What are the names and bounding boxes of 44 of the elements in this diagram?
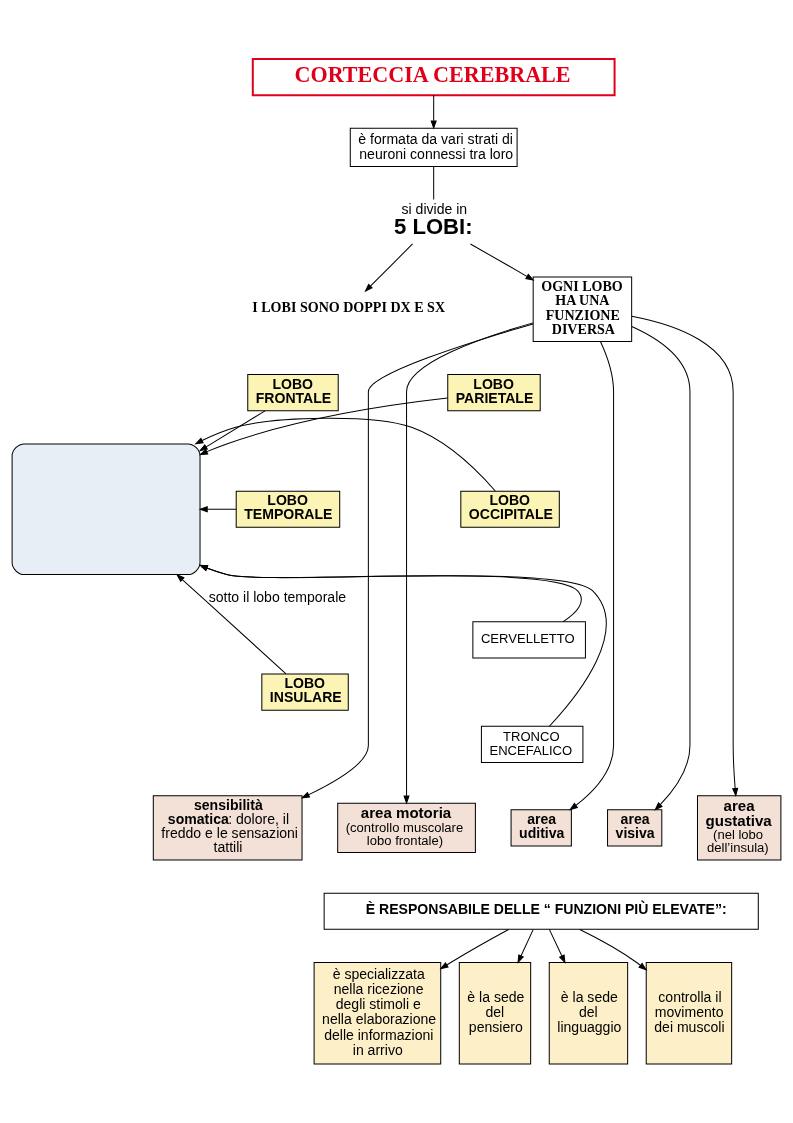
node-box: OGNI LOBO HA UNA FUNZIONE DIVERSA <box>532 276 633 342</box>
node-box: LOBO PARIETALE <box>447 374 541 412</box>
arrow <box>517 929 534 963</box>
arrow <box>579 929 647 971</box>
arrow <box>199 397 448 456</box>
node-box: LOBO FRONTALE <box>247 374 339 412</box>
arrow <box>199 564 582 623</box>
arrow <box>403 322 534 804</box>
node-box: È RESPONSABILE DELLE “ FUNZIONI PIÙ ELEVATE”: <box>323 892 759 930</box>
node-box: area visiva <box>607 809 663 847</box>
arrow <box>199 564 607 727</box>
node-box: LOBO INSULARE <box>261 673 349 711</box>
arrow <box>631 325 691 811</box>
node-box: LOBO OCCIPITALE <box>460 490 560 528</box>
node-box: sensibilità somatica: dolore, il freddo e le sensazioni tattili <box>152 795 303 861</box>
node-text: I LOBI SONO DOPPI DX E SX <box>252 298 446 315</box>
arrow <box>301 323 534 799</box>
node-box: è specializzata nella ricezione degli stimoli e nella elaborazione delle informazioni in arrivo <box>313 962 442 1065</box>
node-box: LOBO TEMPORALE <box>235 490 341 528</box>
connector <box>433 166 435 200</box>
arrow <box>195 417 496 492</box>
arrow <box>548 929 566 963</box>
arrow <box>569 341 615 811</box>
arrow <box>199 410 266 452</box>
node-box: area motoria (controllo muscolare lobo frontale) <box>337 802 476 853</box>
arrow <box>440 928 510 970</box>
node-box: è la sede del linguaggio <box>548 962 629 1065</box>
arrow <box>364 243 414 292</box>
arrow <box>631 315 739 797</box>
node-box: CERVELLETTO <box>472 621 586 659</box>
arrow <box>469 243 534 281</box>
arrow <box>176 574 287 675</box>
arrow <box>199 506 237 513</box>
arrow <box>430 94 437 129</box>
node-box: CORTECCIA CEREBRALE <box>251 58 616 97</box>
node-box: TRONCO ENCEFALICO <box>480 725 584 763</box>
node-box: è formata da vari strati di neuroni connessi tra loro <box>349 127 518 168</box>
node-box: area gustativa (nel lobo dell’insula) <box>697 795 782 861</box>
node-box <box>11 443 201 576</box>
node-text: si divide in 5 LOBI: <box>393 200 473 240</box>
edge-label: sotto il lobo temporale <box>208 588 347 605</box>
node-box: controlla il movimento dei muscoli <box>645 962 733 1065</box>
node-box: area uditiva <box>510 809 572 847</box>
node-box: è la sede del pensiero <box>458 962 532 1065</box>
